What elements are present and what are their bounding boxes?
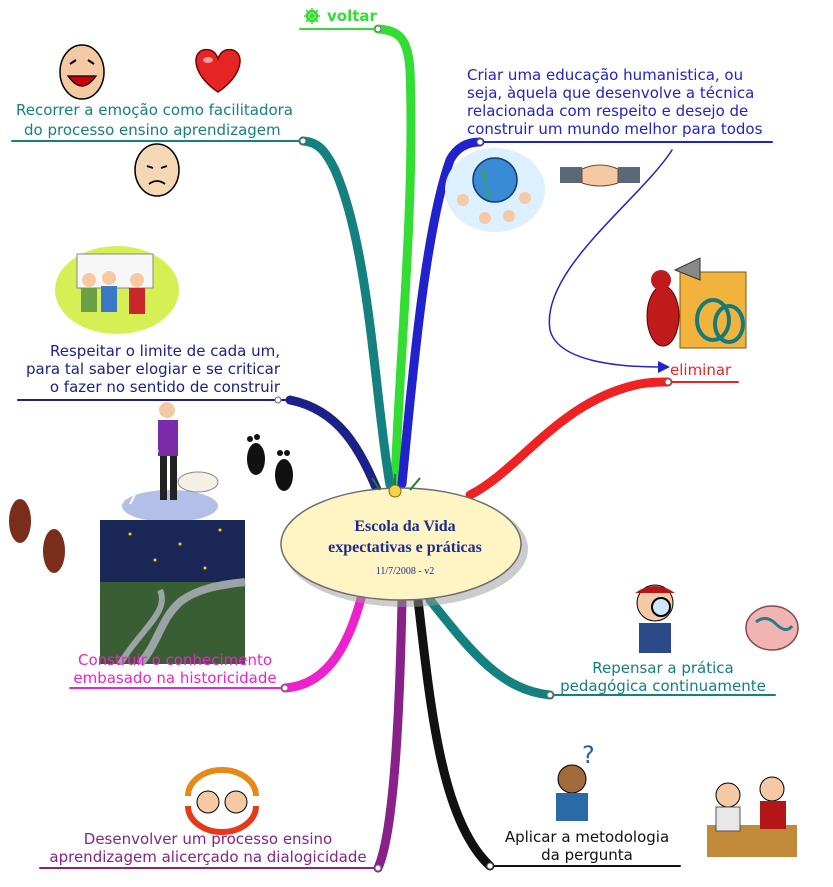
protest-people-icon [55,246,179,334]
conhecimento-line2: embasado na historicidade [73,669,277,687]
center-title-line2: expectativas e práticas [328,539,482,556]
repensar-line1: Repensar a prática [592,659,734,677]
branch-repensar [425,595,555,700]
humanistica-line3: relacionada com respeito e desejo de [467,102,749,120]
branch-repensar-label[interactable]: Repensar a prática pedagógica continuame… [556,659,770,695]
limite-line2: para tal saber elogiar e se criticar [26,360,280,378]
emocao-line2: do processo ensino aprendizagem [24,121,281,139]
dialogicidade-line2: aprendizagem alicerçado na dialogicidade [49,848,367,866]
branch-dialogicidade [373,595,407,873]
center-title[interactable]: Escola da Vida expectativas e práticas [300,516,510,558]
branch-voltar [373,24,416,487]
emocao-line1: Recorrer a emoção como facilitadora [16,101,294,119]
conhecimento-line1: Construir o conhecimento [77,651,273,669]
branch-endpoints [274,25,672,872]
limite-line1: Respeitar o limite de cada um, [50,342,280,360]
center-node[interactable] [280,474,528,607]
branch-voltar-label[interactable]: voltar [327,7,377,25]
pergunta-line2: da pergunta [541,846,633,864]
gear-icon[interactable] [304,8,320,24]
branch-emocao-label[interactable]: Recorrer a emoção como facilitadora do p… [16,100,293,140]
limite-line3: o fazer no sentido de construir [49,378,280,396]
humanistica-line2: seja, àquela que desenvolve a técnica [467,84,755,102]
heart-icon [195,48,241,93]
repensar-line2: pedagógica continuamente [560,677,766,695]
detective-icon [635,584,675,653]
voltar-text[interactable]: voltar [327,7,377,25]
blind-walker-icon [122,402,219,522]
students-icon [707,776,797,857]
handshake-icon [560,164,640,187]
megaphone-person-icon [646,257,747,349]
question-person-icon: ? [556,741,595,821]
branch-eliminar-label[interactable]: eliminar [670,361,731,379]
branches [11,24,776,873]
branch-limite-label[interactable]: Respeitar o limite de cada um, para tal … [18,342,280,396]
globe-people-icon [445,148,545,232]
center-subtitle: 11/7/2008 - v2 [375,566,435,577]
branch-conhecimento-label[interactable]: Construir o conhecimento embasado na his… [70,651,280,687]
relation-arrow [548,149,673,368]
eliminar-text: eliminar [670,361,732,379]
dialog-cycle-icon [185,767,259,835]
branch-pergunta [413,595,495,871]
shoe-prints-icon [9,499,65,573]
branch-humanistica-label[interactable]: Criar uma educação humanistica, ou seja,… [467,66,762,138]
sad-face-icon [134,143,180,197]
branch-pergunta-label[interactable]: Aplicar a metodologia da pergunta [500,828,674,864]
laughing-face-icon [59,44,105,100]
night-crossroads-icon [100,520,246,667]
svg-text:?: ? [582,741,595,769]
branch-dialogicidade-label[interactable]: Desenvolver um processo ensino aprendiza… [40,830,376,866]
pergunta-line1: Aplicar a metodologia [504,828,670,846]
branch-limite [285,395,383,497]
center-title-line1: Escola da Vida [354,518,456,535]
dialogicidade-line1: Desenvolver um processo ensino [83,830,333,848]
branch-emocao [298,136,395,490]
footprints-icon [247,434,293,491]
branch-eliminar [465,377,673,500]
humanistica-line1: Criar uma educação humanistica, ou [467,66,744,84]
brain-icon [745,605,799,651]
branch-humanistica [397,137,485,489]
branch-conhecimento [280,590,367,693]
humanistica-line4: construir um mundo melhor para todos [467,120,763,138]
